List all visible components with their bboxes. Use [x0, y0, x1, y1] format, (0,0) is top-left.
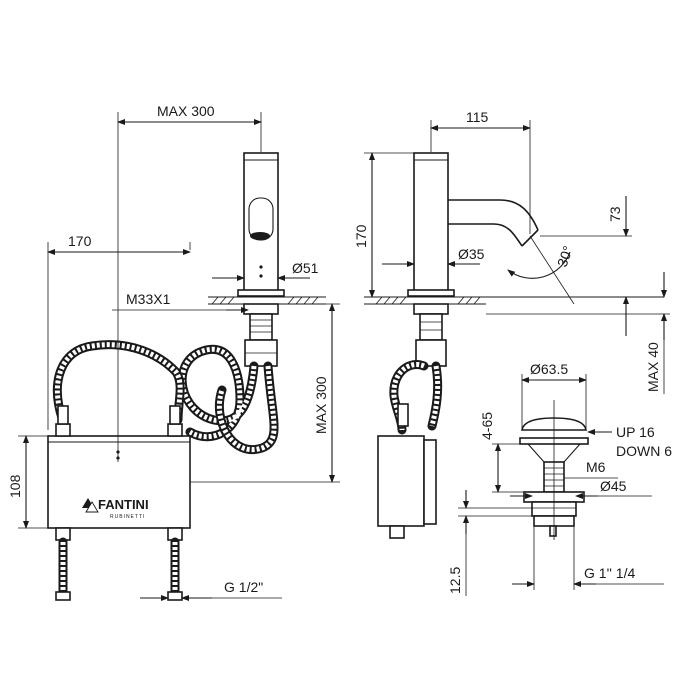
dim-thread-g1-14: G 1'' 1/4 — [584, 565, 635, 581]
dim-spout-115: 115 — [466, 109, 489, 125]
dim-height-170-right: 170 — [353, 224, 369, 248]
dim-diameter-51: Ø51 — [292, 260, 319, 276]
aerator-outlet — [250, 232, 270, 240]
logo-text: FANTINI — [98, 497, 149, 512]
dim-thread-m6: M6 — [586, 459, 606, 475]
left-view: FANTINI RUBINETTI MAX 300 170 Ø51 M33X1 — [7, 103, 340, 601]
braided-hoses — [52, 340, 279, 455]
dim-inlet-g12: G 1/2" — [224, 579, 263, 595]
spout — [448, 199, 539, 231]
drain-detail: Ø63.5 4-65 UP 16 DOWN 6 M6 Ø45 12.5 G 1'… — [447, 361, 672, 596]
right-view: 115 170 73 30° Ø35 MAX 40 — [353, 109, 670, 539]
fantini-logo: FANTINI RUBINETTI — [82, 497, 149, 520]
right-faucet-body — [413, 152, 449, 294]
dim-max-300-top: MAX 300 — [157, 103, 215, 119]
sensor-window — [248, 197, 274, 241]
label-up-16: UP 16 — [616, 424, 655, 440]
dim-max-300-side: MAX 300 — [313, 376, 329, 434]
logo-subtext: RUBINETTI — [110, 514, 145, 520]
dim-range-4-65: 4-65 — [479, 412, 495, 440]
dim-diameter-35: Ø35 — [458, 246, 485, 262]
label-down-6: DOWN 6 — [616, 443, 672, 459]
counter-hatch-left — [211, 296, 319, 305]
dim-diameter-63-5: Ø63.5 — [530, 361, 568, 377]
dim-max-40: MAX 40 — [645, 342, 661, 392]
counter-hatch-right — [375, 296, 481, 305]
dim-height-73: 73 — [607, 206, 623, 222]
dim-170-left: 170 — [68, 233, 92, 249]
dim-thread-m33: M33X1 — [126, 291, 171, 307]
dim-height-12-5: 12.5 — [447, 567, 463, 594]
control-box-side — [377, 435, 425, 527]
dim-angle-30: 30° — [554, 244, 576, 269]
dim-height-108: 108 — [7, 474, 23, 498]
control-box — [47, 435, 191, 529]
dim-diameter-45: Ø45 — [600, 478, 627, 494]
